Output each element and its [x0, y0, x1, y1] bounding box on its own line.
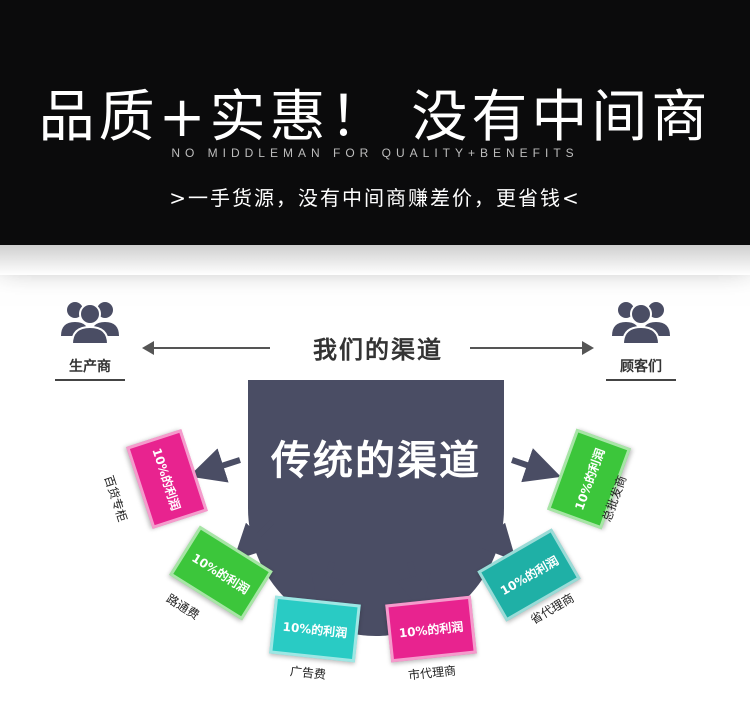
header-banner: 品质+实惠！ 没有中间商 NO MIDDLEMAN FOR QUALITY+BE… — [0, 0, 750, 245]
customer-label: 顾客们 — [606, 356, 676, 381]
page-title: 品质+实惠！ 没有中间商 — [38, 85, 712, 150]
channel-card: 10%的利润 — [269, 595, 361, 663]
traditional-channel-hub — [248, 380, 504, 636]
our-channel-label: 我们的渠道 — [313, 336, 443, 364]
arrow-right-icon — [582, 341, 594, 355]
arrow-to-channel-1 — [188, 448, 241, 483]
hub-label: 传统的渠道 — [271, 438, 481, 484]
arrow-to-channel-5 — [477, 519, 517, 562]
page-subtitle: NO MIDDLEMAN FOR QUALITY+BENEFITS — [171, 146, 579, 160]
arrow-to-channel-3 — [310, 561, 346, 612]
arrow-left-icon — [142, 341, 154, 355]
arrow-to-channel-6 — [511, 448, 562, 483]
channel-card: 10%的利润 — [385, 595, 477, 663]
channel-label: 广告费 — [289, 664, 327, 682]
producer-label: 生产商 — [55, 356, 125, 381]
people-group-icon — [612, 302, 670, 345]
people-group-icon — [61, 302, 119, 345]
banner-shadow — [0, 245, 750, 275]
arrow-to-channel-4 — [396, 561, 432, 612]
arrow-right-line — [470, 347, 582, 349]
arrow-to-channel-2 — [233, 519, 275, 561]
arrow-left-line — [154, 347, 270, 349]
slogan: >一手货源，没有中间商赚差价，更省钱< — [169, 186, 581, 210]
